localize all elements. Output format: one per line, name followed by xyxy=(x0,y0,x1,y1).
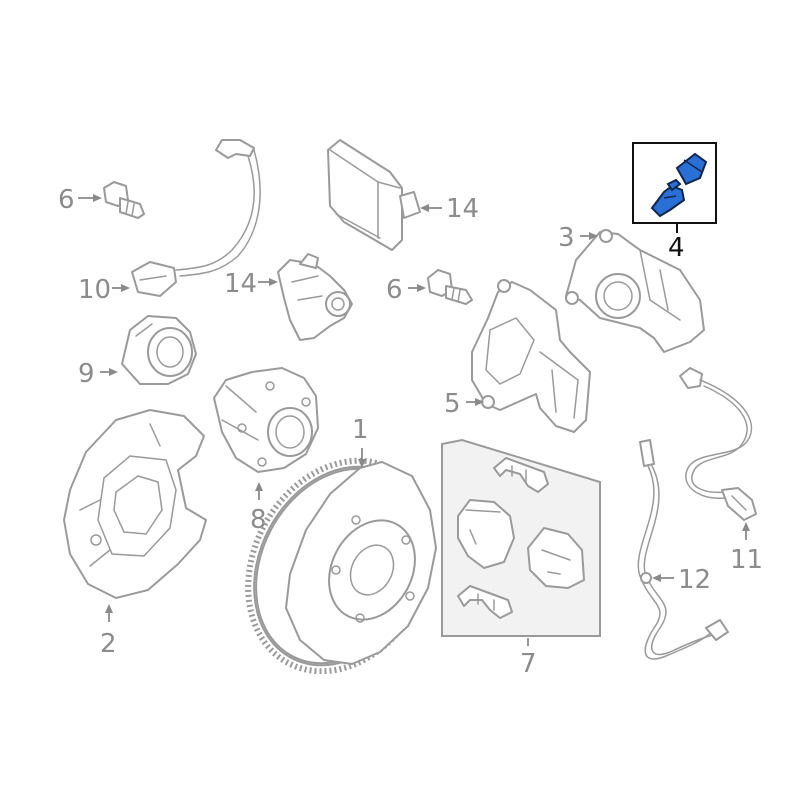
callout-label-5: 5 xyxy=(444,389,461,419)
part-11-brake-hose[interactable] xyxy=(679,367,757,521)
callout-11: 11 xyxy=(730,522,763,575)
callout-label-14: 14 xyxy=(224,269,257,299)
callout-label-4: 4 xyxy=(668,233,685,263)
callout-label-6-left: 6 xyxy=(58,185,75,215)
part-4-guide-pins[interactable] xyxy=(632,142,717,233)
part-8-wheel-hub[interactable] xyxy=(213,367,319,473)
guide-pin-lower xyxy=(650,178,686,218)
callout-label-6-middle: 6 xyxy=(386,275,403,305)
callout-6-left: 6 xyxy=(58,185,102,215)
callout-3: 3 xyxy=(558,223,598,253)
anti-rattle-clip-lower xyxy=(457,585,513,619)
callout-label-3: 3 xyxy=(558,223,575,253)
part-6-bolt-middle[interactable] xyxy=(427,269,473,305)
brake-pad-right xyxy=(527,527,585,589)
part-1-brake-disc[interactable] xyxy=(212,429,467,704)
anti-rattle-clip-upper xyxy=(493,457,549,493)
part-13-control-module[interactable] xyxy=(327,139,421,251)
callout-label-2: 2 xyxy=(100,629,117,659)
part-2-backing-plate[interactable] xyxy=(63,409,207,599)
part-6-bolt-left[interactable] xyxy=(103,181,145,219)
callout-12: 12 xyxy=(652,565,711,595)
callout-label-13: 14 xyxy=(446,194,479,224)
callout-6-middle: 6 xyxy=(386,275,426,305)
callout-10: 10 xyxy=(78,275,130,305)
callout-label-1: 1 xyxy=(352,415,369,445)
part-14-bracket[interactable] xyxy=(277,253,353,341)
brake-pad-left xyxy=(457,499,515,569)
callout-label-9: 9 xyxy=(78,359,95,389)
part-5-carrier[interactable] xyxy=(471,279,591,433)
callout-label-11: 11 xyxy=(730,545,763,575)
callout-2: 2 xyxy=(100,604,117,659)
guide-pin-upper xyxy=(675,152,708,186)
part-7-brake-pad-set[interactable] xyxy=(441,438,601,637)
callout-5: 5 xyxy=(444,389,484,419)
callout-label-7: 7 xyxy=(520,649,537,679)
callout-13: 14 xyxy=(420,194,479,224)
callout-14: 14 xyxy=(224,269,278,299)
callout-9: 9 xyxy=(78,359,118,389)
callout-7: 7 xyxy=(520,638,537,679)
callout-label-12: 12 xyxy=(678,565,711,595)
part-3-caliper[interactable] xyxy=(565,229,705,353)
part-12-abs-sensor[interactable] xyxy=(637,439,729,660)
callout-label-10: 10 xyxy=(78,275,111,305)
callout-1: 1 xyxy=(352,415,369,468)
part-9-wheel-bearing[interactable] xyxy=(121,315,197,385)
callout-8: 8 xyxy=(250,482,267,535)
part-10-wear-sensor[interactable] xyxy=(131,139,261,297)
